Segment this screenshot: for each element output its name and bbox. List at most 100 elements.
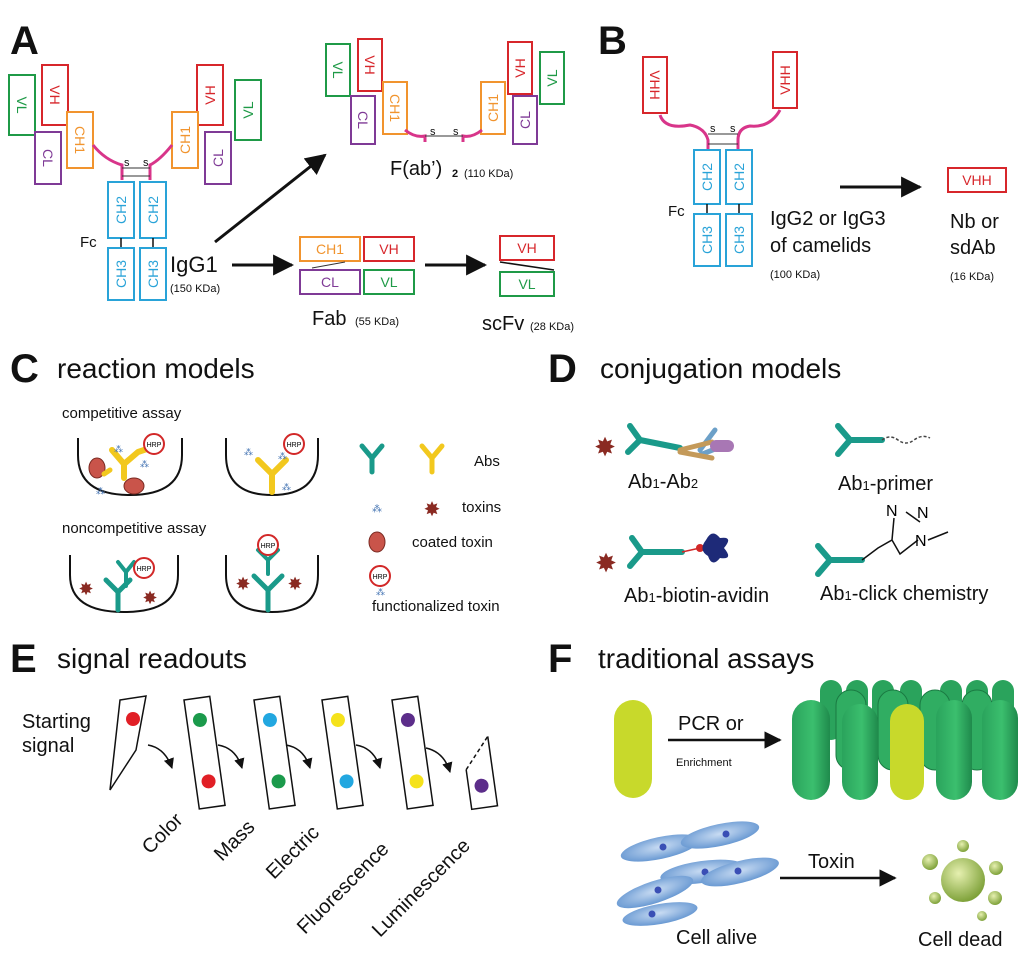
ch1-domain: CH1: [480, 81, 506, 135]
readout-mass: Mass: [210, 816, 259, 865]
svg-text:CH3: CH3: [113, 260, 129, 288]
coated-toxin: [123, 477, 145, 495]
svg-text:VH: VH: [512, 58, 528, 77]
panel-b-letter: B: [598, 19, 627, 63]
ab1-click-diagram: N N N Ab1-click chemistry: [815, 503, 988, 605]
fab-mass: (55 KDa): [355, 316, 399, 328]
camelid-label-line2: of camelids: [770, 235, 871, 257]
igg1-label: IgG1: [170, 252, 218, 277]
well: [77, 438, 183, 497]
svg-text:VH: VH: [362, 55, 378, 74]
ch3-domain-left: CH3: [107, 247, 135, 301]
svg-text:CL: CL: [517, 111, 533, 129]
cell-alive-label: Cell alive: [676, 927, 757, 949]
toxin-molecule-icon: ⁂: [114, 444, 123, 454]
strip-fluorescence: [391, 695, 434, 810]
hrp-label: [283, 433, 305, 455]
ch2-domain-left: CH2: [107, 181, 135, 239]
sulfur-label: s: [453, 126, 459, 138]
toxin-molecule-icon: ⁂: [96, 486, 105, 496]
vl-domain: VL: [539, 51, 565, 105]
svg-text:CH3: CH3: [699, 226, 715, 254]
sulfur-label: s: [710, 123, 716, 135]
panel-c-letter: C: [10, 347, 39, 391]
svg-text:CH2: CH2: [145, 196, 161, 224]
panel-e-letter: E: [10, 637, 37, 681]
sulfur-label: s: [430, 126, 436, 138]
vl-domain-right: VL: [234, 79, 262, 141]
ab1-icon: [625, 423, 683, 455]
starting-strip: [109, 695, 147, 791]
primer-chain: [881, 435, 931, 444]
panel-b: B VHH VHH s s CH2 CH2 CH3 CH3: [598, 19, 1007, 283]
cl-domain: CL: [321, 274, 339, 290]
vhh-domain-left: VHH: [642, 56, 668, 114]
panel-f-title: traditional assays: [598, 643, 814, 674]
strip-mass: [253, 695, 296, 810]
cl-domain-left: CL: [34, 131, 62, 185]
svg-text:VL: VL: [14, 96, 30, 113]
toxin-icon: ✸: [424, 499, 441, 521]
fc-label: Fc: [668, 203, 685, 220]
well: [225, 555, 319, 614]
panel-f-letter: F: [548, 637, 572, 681]
arrow-to-fab2: [214, 153, 327, 244]
ab1-ab2-diagram: ✸ Ab1-Ab2: [594, 423, 734, 493]
svg-text:CH3: CH3: [145, 260, 161, 288]
ab1-icon: [835, 423, 885, 457]
ch1-domain: CH1: [316, 241, 344, 257]
ch1-domain-left: CH1: [66, 111, 94, 169]
vh-domain-right: VH: [196, 64, 224, 126]
starting-signal-line1: Starting: [22, 711, 91, 733]
ch3-domain-right: CH3: [725, 213, 753, 267]
hrp-text: HRP: [137, 566, 152, 573]
legend-coated-toxin: coated toxin: [412, 534, 493, 551]
antibody-teal: [251, 573, 285, 613]
step-arrow: [355, 744, 383, 770]
hrp-label: [133, 557, 155, 579]
readout-electric: Electric: [262, 822, 324, 884]
vh-domain: VH: [357, 38, 383, 92]
toxin-icon: ✸: [78, 579, 93, 599]
ch2-domain-right: CH2: [725, 149, 753, 205]
camelid-label-line1: IgG2 or IgG3: [770, 208, 886, 230]
svg-text:CL: CL: [210, 149, 226, 167]
ab1-biotin-avidin-diagram: ✸ Ab1-biotin-avidin: [595, 533, 769, 607]
legend-abs: Abs: [474, 453, 500, 470]
toxin-molecule-icon: ⁂: [278, 451, 287, 461]
competitive-assay-label: competitive assay: [62, 405, 182, 422]
vhh-domain: [947, 167, 1007, 193]
ab1-icon: [815, 543, 865, 577]
triazole-n: N: [886, 503, 898, 520]
fab2-label: F(ab’): [390, 158, 442, 180]
vl-domain: VL: [518, 276, 535, 292]
scfv-mass: (28 KDa): [530, 321, 574, 333]
svg-text:VH: VH: [47, 85, 63, 104]
toxin-icon: ✸: [142, 588, 157, 608]
fab2-mass: (110 KDa): [464, 168, 513, 180]
svg-text:CH1: CH1: [485, 94, 501, 122]
dead-cell: [922, 840, 1003, 921]
cl-domain-right: CL: [204, 131, 232, 185]
ab1-click-label: Ab1-click chemistry: [820, 583, 988, 605]
living-cells: [616, 821, 779, 926]
panel-d: D conjugation models ✸ Ab1-Ab2 Ab1-prime…: [548, 347, 988, 607]
hinge-right: [736, 109, 782, 150]
step-arrow: [425, 747, 453, 774]
vhh-label: VHH: [962, 172, 992, 188]
panel-f: F traditional assays PCR or Enrichment: [548, 637, 1018, 951]
fab-structure: CH1 VH CL VL Fab (55 KDa): [299, 236, 415, 330]
toxin-icon: ✸: [235, 574, 250, 594]
step-arrow: [285, 744, 313, 770]
fab2-subscript: 2: [452, 168, 458, 180]
triazole-n: N: [917, 505, 929, 522]
nb-mass: (16 KDa): [950, 271, 994, 283]
panel-a: A VH VL CH1 CL VH: [8, 19, 574, 335]
ab1-icon: [627, 535, 685, 569]
hinge-right: [148, 144, 174, 180]
antibody-yellow-icon: [419, 443, 445, 475]
ch3-domain-right: CH3: [139, 247, 167, 301]
hrp-label: [143, 433, 165, 455]
strip-luminescence: [465, 735, 499, 811]
